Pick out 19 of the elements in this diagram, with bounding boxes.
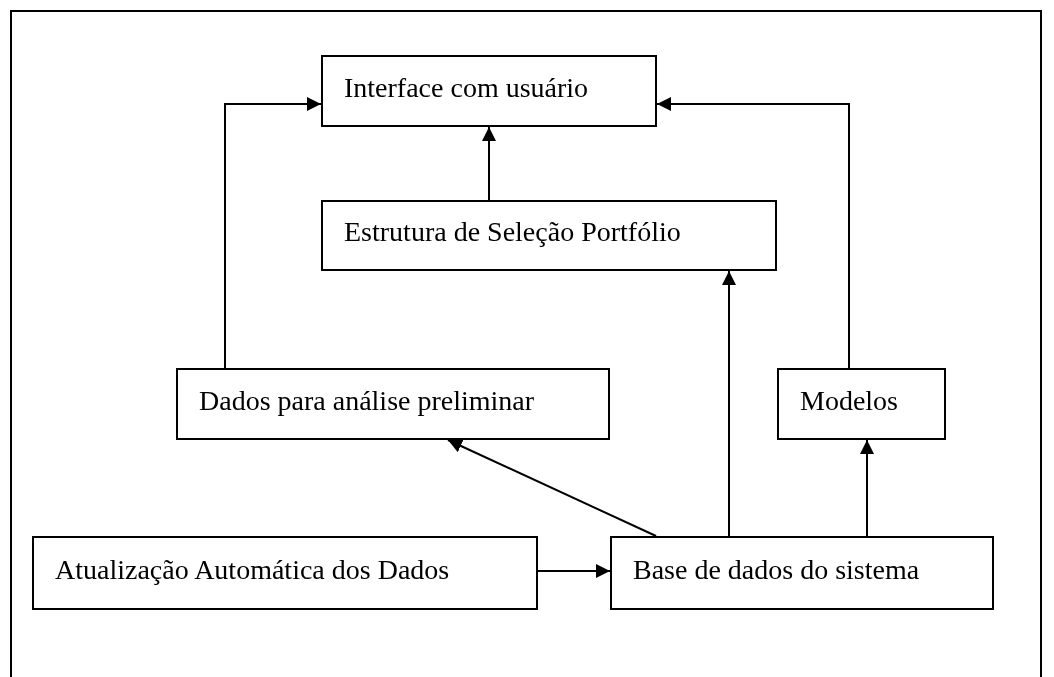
box-label: Base de dados do sistema	[633, 554, 920, 586]
arrow	[722, 270, 736, 537]
arrow	[656, 97, 850, 369]
process-box	[176, 368, 610, 440]
process-box	[32, 536, 538, 610]
arrow	[860, 439, 874, 537]
process-box	[321, 55, 657, 127]
arrow	[224, 97, 322, 369]
box-label: Estrutura de Seleção Portfólio	[344, 217, 681, 248]
box-label: Dados para análise preliminar	[199, 385, 535, 417]
arrow	[537, 564, 611, 578]
process-box	[777, 368, 946, 440]
box-label: Atualização Automática dos Dados	[55, 554, 450, 586]
arrow	[482, 126, 496, 201]
process-box	[610, 536, 994, 610]
process-box	[321, 200, 777, 271]
box-label: Modelos	[800, 385, 898, 417]
box-label: Interface com usuário	[344, 72, 589, 104]
arrow	[447, 439, 657, 537]
